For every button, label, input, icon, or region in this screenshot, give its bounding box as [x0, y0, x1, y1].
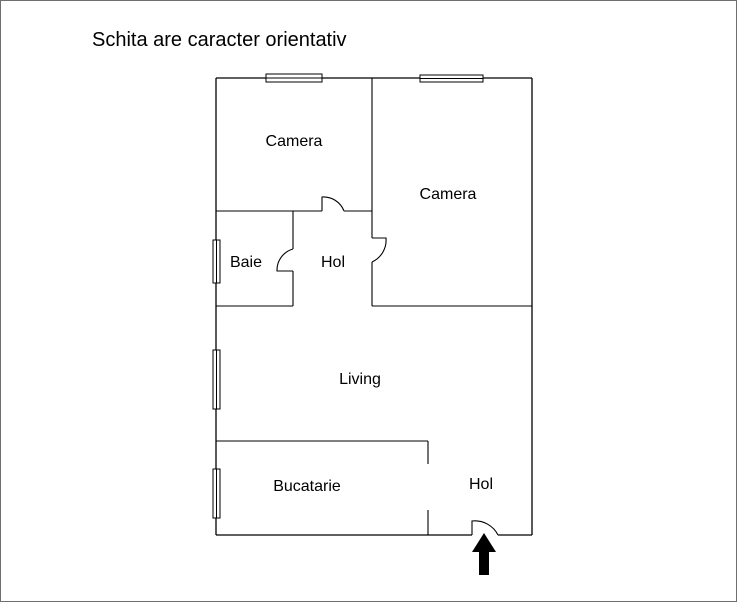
window-living: [212, 349, 221, 410]
room-label-hol-2: Hol: [469, 476, 493, 493]
door-camera-2: [371, 237, 387, 263]
window-camera-1: [265, 73, 323, 83]
room-label-hol-1: Hol: [321, 254, 345, 271]
room-label-camera-2: Camera: [420, 186, 477, 203]
windows: [212, 73, 484, 519]
door-entrance: [471, 520, 499, 536]
doors: [276, 196, 499, 536]
room-label-camera-1: Camera: [266, 133, 323, 150]
window-baie: [212, 239, 221, 284]
room-label-living: Living: [339, 371, 381, 388]
window-camera-2: [419, 74, 484, 83]
door-baie: [276, 248, 294, 272]
window-bucatarie: [212, 468, 221, 519]
door-camera-1: [321, 196, 345, 212]
room-label-baie: Baie: [230, 254, 262, 271]
room-label-bucatarie: Bucatarie: [273, 478, 341, 495]
interior-walls: [216, 78, 532, 535]
entrance-arrow-icon: [472, 533, 496, 575]
plan-note: Schita are caracter orientativ: [92, 29, 347, 51]
